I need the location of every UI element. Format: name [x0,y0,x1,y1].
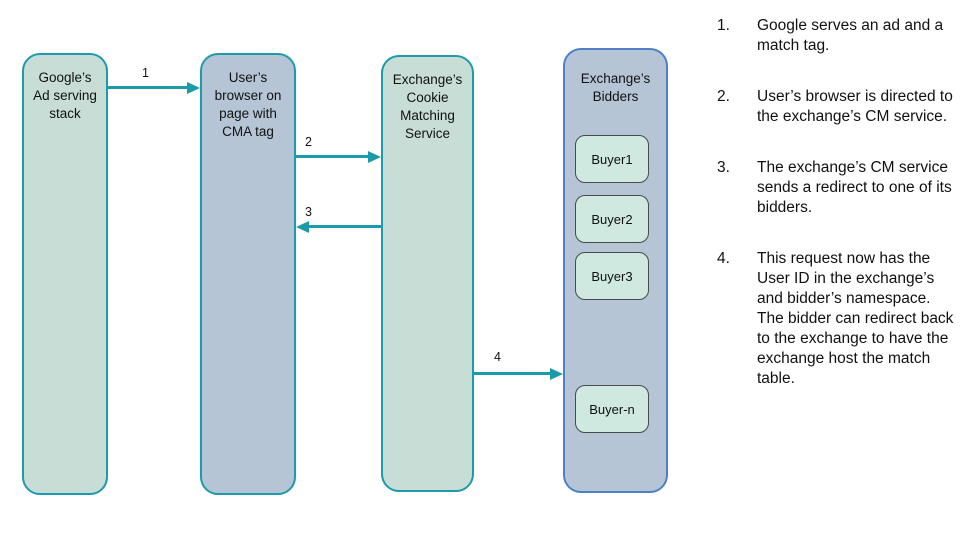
arrow-2-line [296,155,368,158]
steps-list: 1. Google serves an ad and a match tag. … [690,16,954,420]
arrow-3-label: 3 [305,205,312,219]
arrow-2-label: 2 [305,135,312,149]
step-number: 1. [717,17,730,34]
step-text: Google serves an ad and a match tag. [757,17,944,54]
step-number: 4. [717,250,730,267]
node-cookie-matching-service: Exchange’s Cookie Matching Service [381,55,474,492]
step-number: 2. [717,88,730,105]
step-item-1: 1. Google serves an ad and a match tag. [690,16,954,56]
step-text: User’s browser is directed to the exchan… [757,88,953,125]
buyer-box-1: Buyer1 [575,135,649,183]
arrow-1-label: 1 [142,66,149,80]
node-google-ad-serving-stack: Google’s Ad serving stack [22,53,108,495]
step-text: This request now has the User ID in the … [757,250,954,387]
step-number: 3. [717,159,730,176]
step-text: The exchange’s CM service sends a redire… [757,159,952,216]
arrow-3-line [309,225,381,228]
buyer-box-2: Buyer2 [575,195,649,243]
arrow-4-line [474,372,550,375]
node-users-browser: User’s browser on page with CMA tag [200,53,296,495]
arrow-2-head-right-icon [368,150,381,163]
arrow-4-label: 4 [494,350,501,364]
buyer-box-3: Buyer3 [575,252,649,300]
step-item-3: 3. The exchange’s CM service sends a red… [690,158,954,218]
arrow-1-head-right-icon [187,81,200,94]
arrow-1-line [108,86,187,89]
step-item-4: 4. This request now has the User ID in t… [690,249,954,389]
buyer-box-n: Buyer-n [575,385,649,433]
step-item-2: 2. User’s browser is directed to the exc… [690,87,954,127]
arrow-3-head-left-icon [296,220,309,233]
arrow-4-head-right-icon [550,367,563,380]
